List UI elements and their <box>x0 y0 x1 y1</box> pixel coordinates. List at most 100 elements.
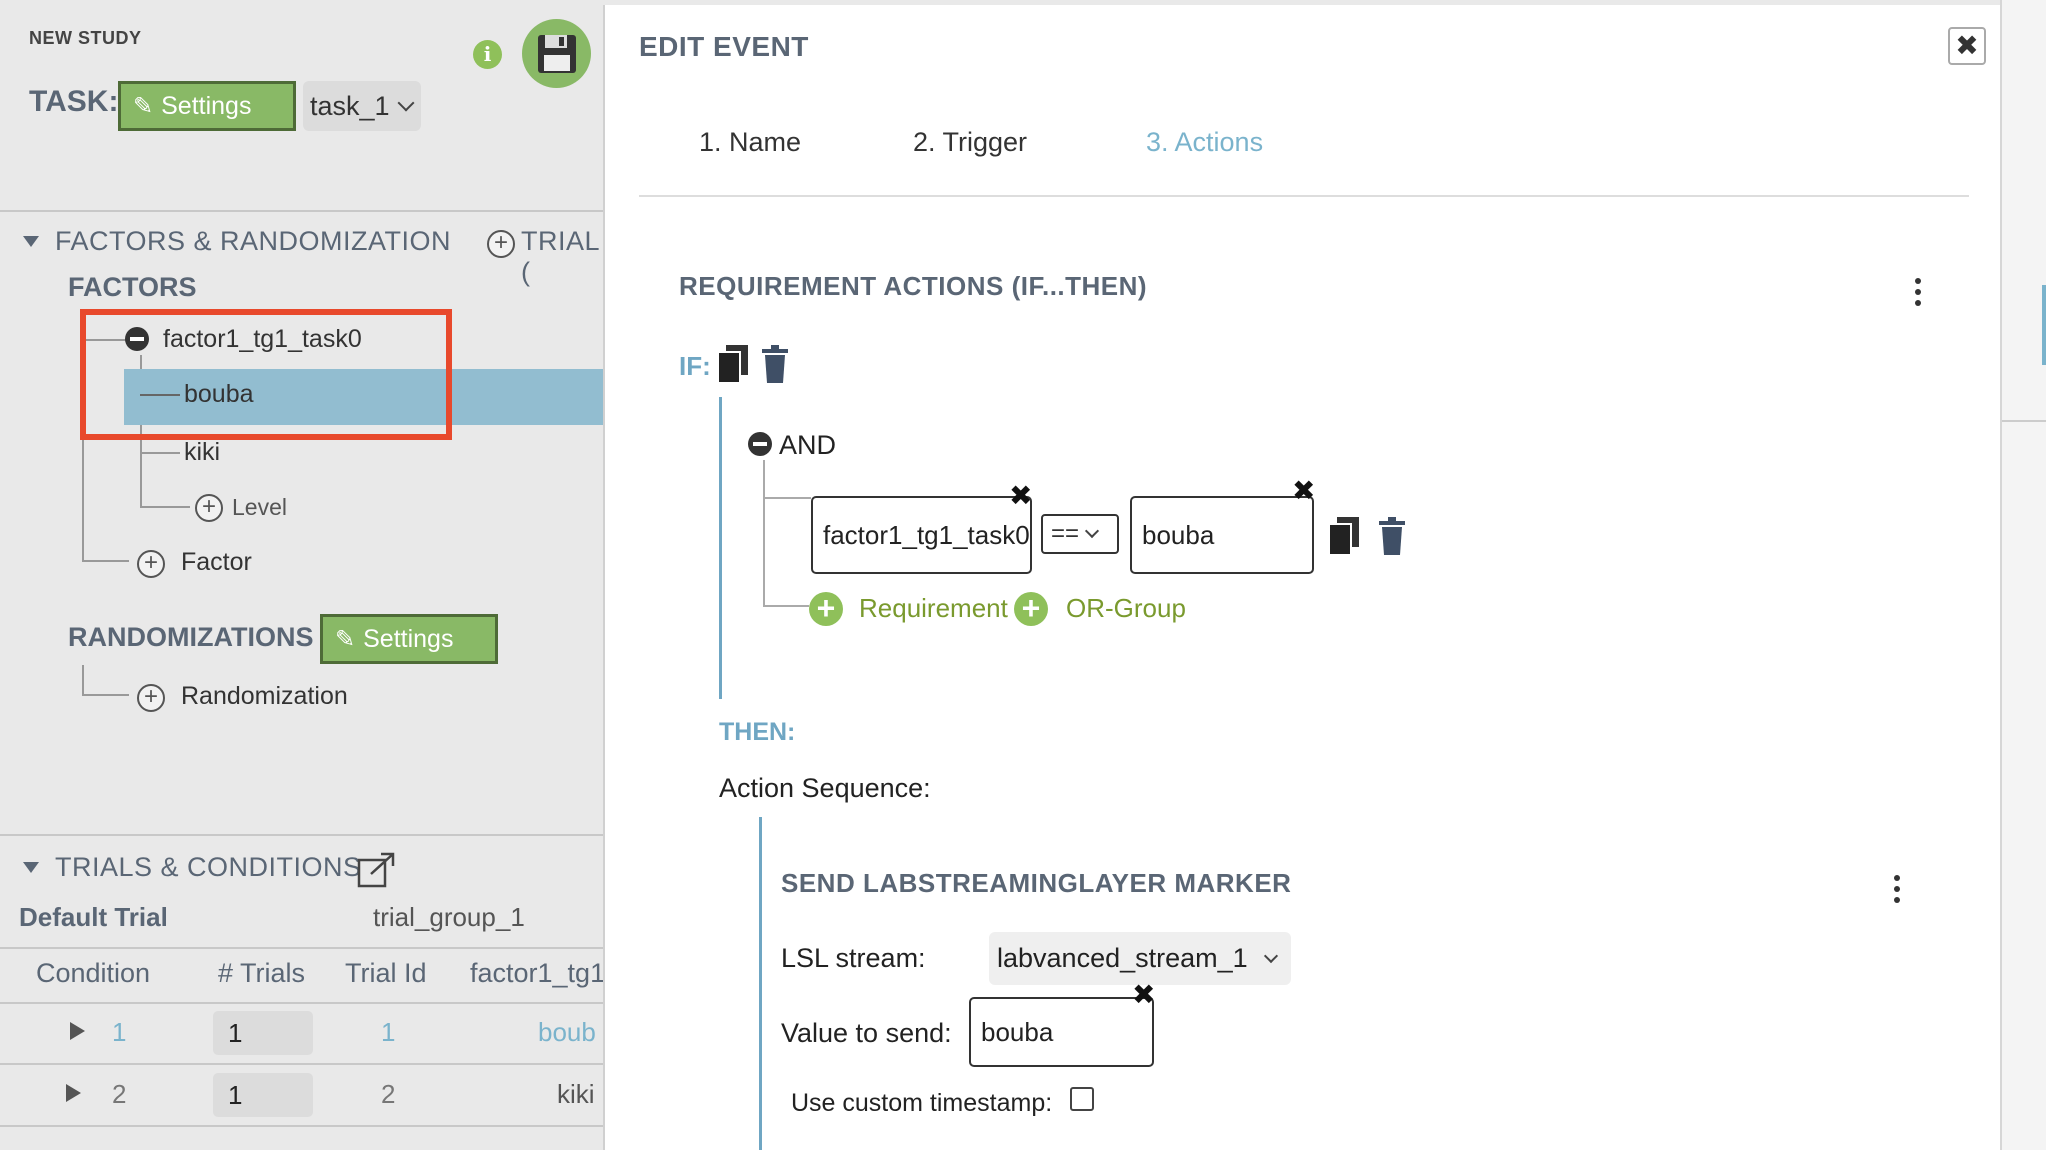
then-label: THEN: <box>719 718 796 746</box>
operator-select[interactable]: == <box>1041 514 1119 554</box>
remove-value-icon[interactable]: ✖ <box>1132 979 1156 1010</box>
row-trial-id: 2 <box>381 1079 396 1109</box>
step-name[interactable]: 1. Name <box>699 127 802 157</box>
and-label: AND <box>779 430 837 460</box>
tree-line <box>763 497 811 499</box>
trials-count-input[interactable]: 1 <box>213 1073 313 1117</box>
add-level-label[interactable]: Level <box>232 494 287 520</box>
add-randomization-label[interactable]: Randomization <box>181 682 348 710</box>
add-randomization-icon[interactable]: + <box>137 684 165 712</box>
step-trigger[interactable]: 2. Trigger <box>913 127 1028 157</box>
action-title: SEND LABSTREAMINGLAYER MARKER <box>781 868 1292 898</box>
column-header-trial-id[interactable]: Trial Id <box>345 958 427 988</box>
background-panel-edge <box>2000 0 2046 1150</box>
lsl-stream-value: labvanced_stream_1 <box>997 943 1248 973</box>
remove-right-icon[interactable]: ✖ <box>1292 475 1316 506</box>
trash-icon[interactable] <box>762 345 788 383</box>
edit-event-modal: EDIT EVENT ✖ 1. Name 2. Trigger 3. Actio… <box>603 5 2000 1150</box>
chevron-down-icon <box>1263 948 1278 963</box>
scroll-indicator <box>2042 285 2046 365</box>
add-factor-label[interactable]: Factor <box>181 548 252 576</box>
tree-line <box>763 605 809 607</box>
if-label: IF: <box>679 351 711 381</box>
expand-row-icon[interactable] <box>66 1084 81 1102</box>
if-bracket-line <box>719 397 722 699</box>
condition-left-field[interactable]: factor1_tg1_task0 <box>811 496 1032 574</box>
more-options-icon[interactable] <box>1915 278 1921 311</box>
floppy-disk-icon <box>538 35 576 73</box>
divider <box>2002 420 2046 422</box>
collapse-triangle-icon[interactable] <box>23 236 39 247</box>
level-item[interactable]: kiki <box>184 438 221 466</box>
selected-level-highlight <box>124 369 603 425</box>
task-select[interactable]: task_1 <box>303 81 421 131</box>
info-icon[interactable]: i <box>473 40 502 69</box>
add-requirement-icon[interactable]: + <box>809 592 843 626</box>
external-link-icon[interactable] <box>357 852 397 888</box>
value-to-send-label: Value to send: <box>781 1018 952 1048</box>
modal-title: EDIT EVENT <box>639 31 809 62</box>
column-header-factor[interactable]: factor1_tg1 <box>470 958 603 988</box>
step-actions[interactable]: 3. Actions <box>1146 127 1264 157</box>
custom-timestamp-label: Use custom timestamp: <box>791 1089 1053 1117</box>
divider <box>0 1125 603 1127</box>
add-trial-icon[interactable]: + <box>487 230 515 258</box>
task-settings-button[interactable]: ✎ Settings <box>118 81 296 131</box>
factor-name[interactable]: factor1_tg1_task0 <box>163 325 362 353</box>
divider <box>0 947 603 949</box>
save-button[interactable] <box>522 19 591 88</box>
row-condition: 2 <box>112 1079 127 1109</box>
remove-left-icon[interactable]: ✖ <box>1009 480 1033 511</box>
collapse-factor-icon[interactable] <box>125 327 149 351</box>
tree-line <box>82 665 84 695</box>
more-options-icon[interactable] <box>1894 875 1900 908</box>
divider <box>0 834 603 836</box>
collapse-triangle-icon[interactable] <box>23 862 39 873</box>
task-settings-label: Settings <box>161 91 252 120</box>
add-level-icon[interactable]: + <box>195 494 223 522</box>
add-or-group-label[interactable]: OR-Group <box>1066 593 1186 623</box>
copy-icon[interactable] <box>718 345 748 383</box>
add-requirement-label[interactable]: Requirement <box>859 593 1008 623</box>
chevron-down-icon <box>1084 523 1100 539</box>
trial-section-label[interactable]: TRIAL ( <box>521 226 600 287</box>
chevron-down-icon <box>397 94 415 112</box>
tree-line <box>140 452 180 454</box>
condition-right-field[interactable]: bouba <box>1130 496 1314 574</box>
expand-row-icon[interactable] <box>70 1022 85 1040</box>
column-header-condition[interactable]: Condition <box>36 958 151 988</box>
trials-section-title[interactable]: TRIALS & CONDITIONS <box>55 852 362 882</box>
randomization-settings-label: Settings <box>363 624 454 653</box>
add-or-group-icon[interactable]: + <box>1014 592 1048 626</box>
row-factor-value: kiki <box>557 1079 595 1109</box>
task-label: TASK: <box>29 85 119 118</box>
factors-section-title[interactable]: FACTORS & RANDOMIZATION <box>55 226 452 256</box>
close-button[interactable]: ✖ <box>1948 27 1986 65</box>
value-to-send-field[interactable]: bouba <box>969 997 1154 1067</box>
divider <box>0 1063 603 1065</box>
add-factor-icon[interactable]: + <box>137 550 165 578</box>
copy-icon[interactable] <box>1329 517 1359 555</box>
tree-line <box>82 694 129 696</box>
pencil-icon: ✎ <box>133 92 154 120</box>
randomization-settings-button[interactable]: ✎ Settings <box>320 614 498 664</box>
trials-count-input[interactable]: 1 <box>213 1011 313 1055</box>
row-factor-value: boub <box>538 1017 596 1047</box>
column-header-trials[interactable]: # Trials <box>218 958 306 988</box>
pencil-icon: ✎ <box>335 625 356 653</box>
trash-icon[interactable] <box>1379 517 1405 555</box>
level-item[interactable]: bouba <box>184 380 254 408</box>
operator-value: == <box>1051 520 1080 547</box>
collapse-and-icon[interactable] <box>748 432 772 456</box>
annotation-highlight-box <box>80 309 452 440</box>
study-title: NEW STUDY <box>29 28 142 48</box>
lsl-stream-select[interactable]: labvanced_stream_1 <box>989 932 1291 985</box>
randomizations-title: RANDOMIZATIONS <box>68 622 314 652</box>
factors-subtitle: FACTORS <box>68 272 197 302</box>
custom-timestamp-checkbox[interactable] <box>1070 1087 1094 1111</box>
tree-line <box>82 339 126 341</box>
action-sequence-label: Action Sequence: <box>719 773 931 803</box>
lsl-stream-label: LSL stream: <box>781 943 926 973</box>
tree-line <box>140 394 180 396</box>
divider <box>639 195 1969 197</box>
